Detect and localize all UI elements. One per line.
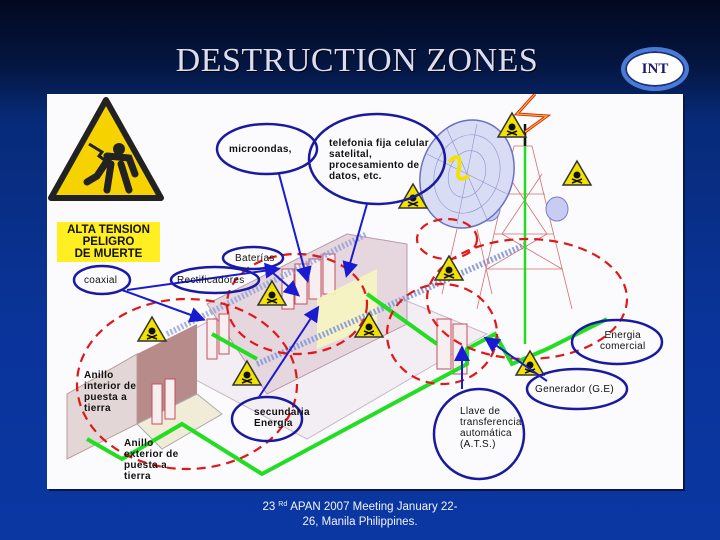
high-voltage-warning-icon <box>48 97 164 201</box>
badge-label: INT <box>641 60 669 77</box>
label-baterias: Baterías <box>235 253 275 264</box>
label-anillo-exterior-line: Anillo <box>124 438 154 449</box>
diagram-graphics <box>66 94 664 481</box>
label-secundaria-line: secundaria <box>254 407 310 418</box>
label-secundaria-energia: secundaria Energía <box>254 407 310 429</box>
footer-ordinal-suffix: Rd <box>278 501 288 508</box>
label-telefonia-line: datos, etc. <box>329 171 382 182</box>
label-anillo-exterior-line: exterior de <box>124 449 179 460</box>
label-telefonia-line: procesamiento de <box>329 160 420 171</box>
label-ats: Llave de transferencia automática (A.T.S… <box>460 406 522 450</box>
label-energia-comercial: Energia comercial <box>600 330 646 352</box>
label-energia-line: comercial <box>600 341 646 352</box>
label-anillo-exterior-line: puesta a <box>124 460 167 471</box>
label-anillo-interior: Anillo interior de puesta a tierra <box>84 370 136 414</box>
label-anillo-interior-line: interior de <box>84 381 137 392</box>
warning-line-3: DE MUERTE <box>74 248 143 260</box>
warning-line-1: ALTA TENSION <box>67 224 150 236</box>
label-secundaria-line: Energía <box>254 418 293 429</box>
label-anillo-exterior: Anillo exterior de puesta a tierra <box>124 438 178 482</box>
label-rectificadores: Rectificadores <box>177 275 245 286</box>
label-ats-line: transferencia <box>460 417 522 428</box>
label-coaxial: coaxial <box>84 275 118 286</box>
label-anillo-interior-line: puesta a <box>84 392 127 403</box>
footer-line-2: 26, Manila Philippines. <box>302 516 418 528</box>
label-anillo-exterior-line: tierra <box>124 471 151 482</box>
warning-line-2: PELIGRO <box>82 236 135 248</box>
warning-sign-text: ALTA TENSION PELIGRO DE MUERTE <box>57 222 160 262</box>
label-ats-line: automática <box>460 428 512 439</box>
footer-event-text: APAN 2007 Meeting January 22- <box>290 501 458 513</box>
destruction-zones-diagram: ALTA TENSION PELIGRO DE MUERTE microonda… <box>47 94 683 489</box>
label-telefonia-line: satelital, <box>329 149 373 160</box>
label-telefonia-line: telefonia fija celular <box>329 138 429 149</box>
label-anillo-interior-line: Anillo <box>84 370 114 381</box>
label-microondas: microondas, <box>229 144 292 155</box>
label-ats-line: Llave de <box>460 406 501 417</box>
slide-title: DESTRUCTION ZONES <box>175 42 539 79</box>
label-telefonia: telefonia fija celular satelital, proces… <box>329 138 429 182</box>
label-ats-line: (A.T.S.) <box>460 439 496 450</box>
footer-ordinal-number: 23 <box>262 501 276 513</box>
label-energia-line: Energia <box>604 330 642 341</box>
label-anillo-interior-line: tierra <box>84 403 111 414</box>
label-generador: Generador (G.E) <box>535 384 614 395</box>
int-badge: INT <box>621 47 689 91</box>
